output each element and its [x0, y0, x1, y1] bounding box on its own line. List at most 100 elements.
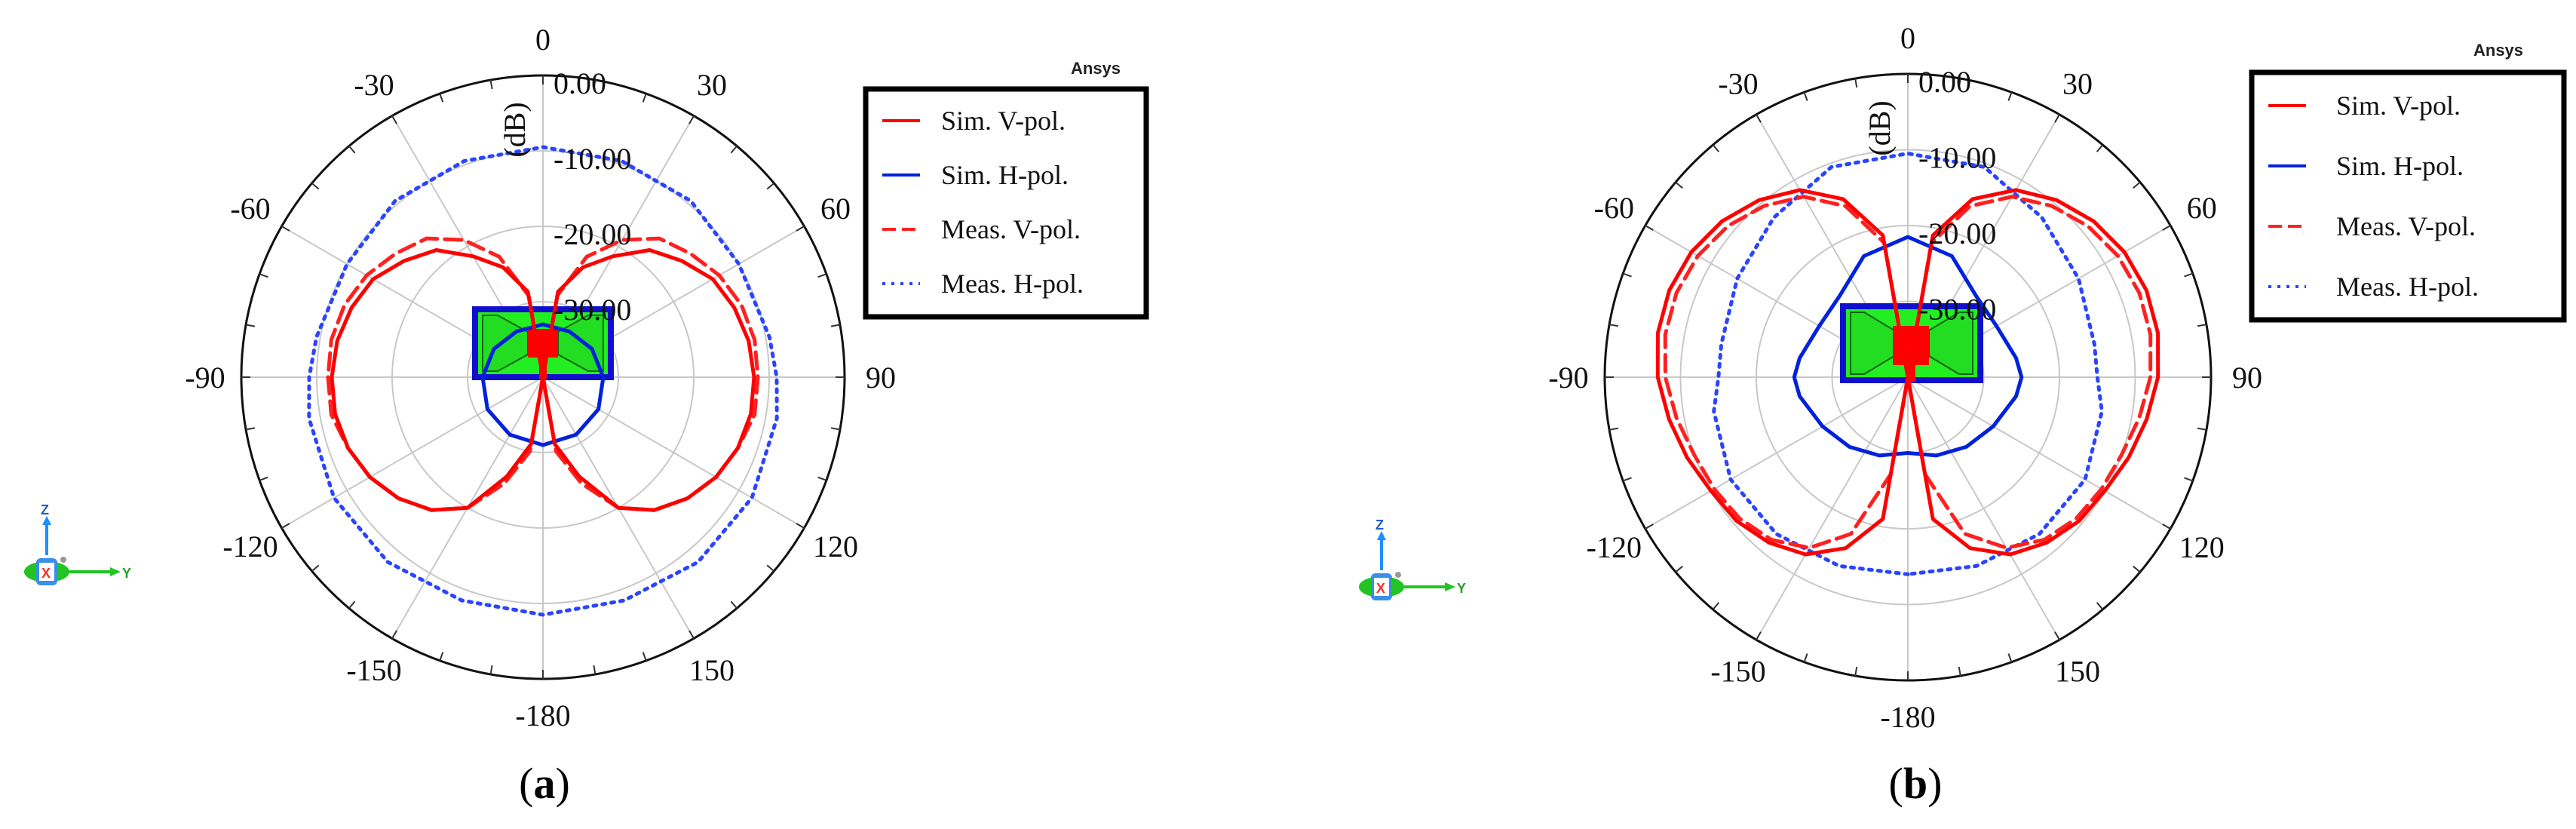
axis-triad-b: Z X Y	[1359, 517, 1466, 600]
outer-tick	[2184, 477, 2194, 482]
outer-tick	[245, 324, 256, 327]
angle-tick-label: 30	[2062, 66, 2093, 100]
outer-tick	[1803, 91, 1808, 101]
series-sim_h	[1792, 235, 2024, 458]
outer-tick	[311, 564, 320, 572]
grid-spoke	[1756, 376, 1909, 640]
series-sim_h	[480, 322, 606, 447]
outer-tick	[1712, 144, 1720, 152]
outer-tick	[391, 630, 397, 639]
outer-tick	[391, 115, 397, 124]
radial-tick-label: -10.00	[1918, 141, 1996, 175]
grid-spoke	[1907, 376, 2060, 640]
angle-tick-label: 60	[2187, 191, 2217, 225]
legend-label: Meas. V-pol.	[2336, 211, 2476, 241]
angle-tick-label: -120	[1587, 530, 1642, 564]
legend-label: Sim. H-pol.	[2336, 151, 2464, 181]
outer-tick	[642, 652, 647, 662]
triad-dot-icon	[60, 557, 66, 563]
outer-tick	[259, 273, 268, 278]
outer-tick	[1645, 225, 1654, 231]
outer-tick	[2096, 144, 2104, 152]
legend-label: Meas. V-pol.	[941, 214, 1081, 244]
outer-tick	[281, 226, 290, 232]
x-axis-label: X	[1376, 581, 1385, 596]
outer-tick	[1712, 602, 1720, 610]
outer-tick	[1756, 631, 1762, 640]
outer-tick	[766, 183, 775, 190]
legend-label: Sim. H-pol.	[941, 160, 1069, 190]
triad-core-face-icon	[39, 563, 54, 581]
outer-tick	[1675, 565, 1683, 573]
ansys-watermark: Ansys	[2473, 41, 2523, 60]
angle-tick-label: 0	[535, 23, 550, 57]
outer-tick	[593, 665, 596, 675]
antenna-feed	[528, 329, 558, 358]
angle-tick-label: 120	[2179, 530, 2225, 564]
z-axis-label: Z	[1375, 517, 1384, 533]
outer-tick	[245, 427, 256, 431]
caption-a: (a)	[519, 759, 570, 808]
outer-tick	[2184, 272, 2194, 278]
antenna-inset-a	[472, 306, 614, 380]
antenna-inset-b	[1840, 303, 1983, 383]
angle-tick-label: -60	[230, 192, 270, 226]
legend-b: Ansys Sim. V-pol.Sim. H-pol.Meas. V-pol.…	[2249, 41, 2567, 323]
outer-tick	[1958, 78, 1961, 88]
angle-tick-label: 120	[813, 530, 858, 563]
legend-label: Meas. H-pol.	[941, 269, 1084, 299]
z-arrowhead-icon	[1377, 531, 1386, 540]
radial-tick-label: -20.00	[1918, 216, 1996, 250]
outer-tick	[796, 523, 805, 529]
series-layer-a	[307, 145, 779, 617]
outer-tick	[281, 523, 290, 529]
radial-tick-label: 0.00	[1918, 65, 1971, 99]
angle-tick-label: 150	[2055, 655, 2100, 689]
legend-label: Sim. V-pol.	[941, 106, 1066, 136]
outer-tick	[2133, 565, 2141, 573]
triad-core-face-icon	[1374, 578, 1389, 596]
outer-tick	[730, 600, 738, 609]
angle-tick-label: -120	[222, 530, 278, 563]
outer-tick	[796, 226, 805, 232]
y-arrowhead-icon	[1445, 582, 1455, 591]
outer-tick	[439, 652, 444, 662]
ansys-watermark: Ansys	[1071, 59, 1121, 78]
outer-tick	[259, 476, 268, 481]
radial-unit-label: (dB)	[498, 102, 532, 157]
outer-tick	[1645, 523, 1654, 530]
outer-tick	[1622, 477, 1632, 482]
outer-tick	[439, 93, 444, 103]
radial-tick-label: -30.00	[554, 293, 631, 327]
angle-tick-label: 30	[697, 68, 727, 102]
antenna-feed-line	[1908, 365, 1915, 382]
outer-tick	[489, 665, 493, 675]
triad-dot-icon	[1395, 572, 1401, 578]
outer-tick	[817, 273, 827, 278]
angle-tick-label: -180	[1880, 700, 1935, 734]
legend-box	[863, 86, 1149, 320]
outer-tick	[688, 630, 695, 639]
grid-spoke	[281, 376, 544, 529]
angle-tick-label: -180	[515, 699, 570, 732]
outer-tick	[2197, 427, 2207, 431]
z-arrowhead-icon	[42, 516, 51, 525]
angle-tick-label: -90	[185, 361, 225, 395]
grid-spoke	[542, 376, 805, 529]
caption-b: (b)	[1889, 759, 1943, 808]
outer-tick	[1854, 666, 1858, 677]
outer-tick	[489, 79, 493, 90]
outer-tick	[830, 324, 841, 327]
outer-tick	[1756, 114, 1762, 123]
axis-triad-a: Z X Y	[24, 502, 131, 585]
grid-spoke	[1645, 376, 1909, 530]
radial-tick-label: 0.00	[554, 66, 606, 100]
angle-tick-label: 90	[866, 361, 896, 395]
outer-tick	[1608, 324, 1619, 327]
series-meas_h	[1712, 152, 2104, 576]
outer-tick	[1803, 653, 1808, 663]
outer-tick	[311, 183, 320, 190]
